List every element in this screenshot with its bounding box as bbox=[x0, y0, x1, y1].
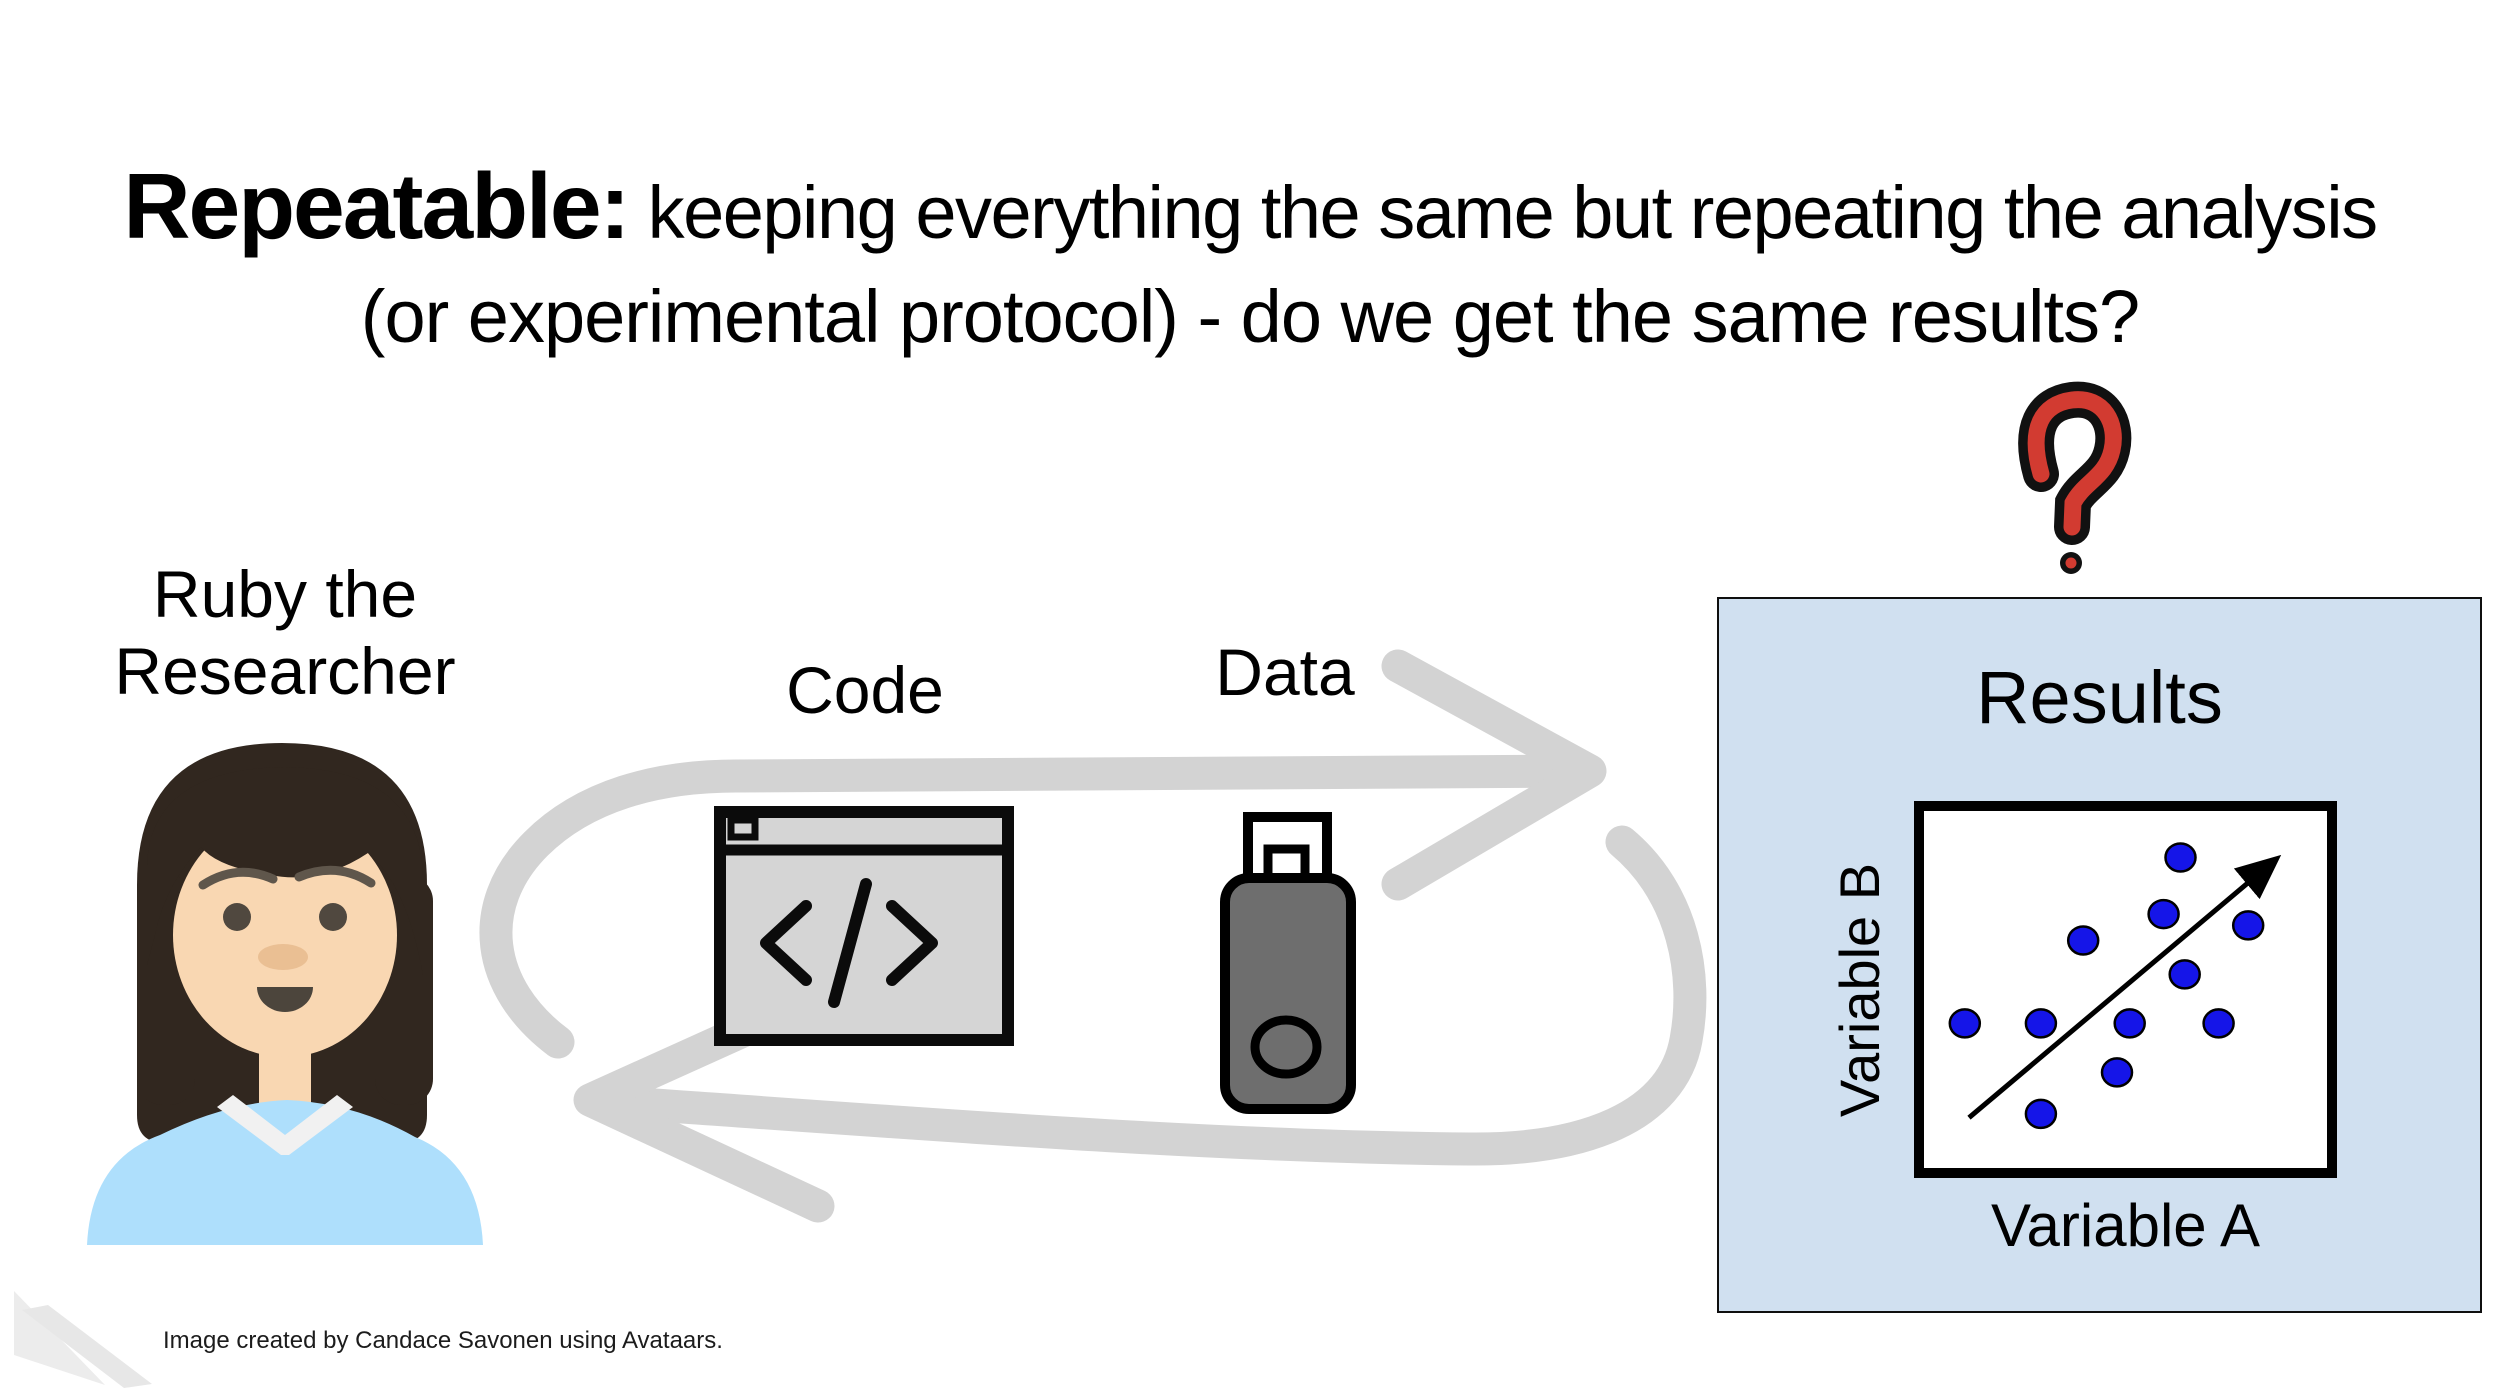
scatter-dot bbox=[2231, 910, 2265, 941]
avatar-collar bbox=[217, 1095, 353, 1155]
scatter-dot bbox=[1948, 1008, 1982, 1039]
scatter-dot bbox=[2147, 898, 2180, 930]
trend-arrow bbox=[1967, 854, 2282, 1120]
y-axis-label: Variable B bbox=[1828, 862, 1891, 1118]
plot-frame bbox=[1914, 801, 2337, 1178]
slide-title: Repeatable: keeping everything the same … bbox=[0, 157, 2500, 358]
code-window bbox=[714, 806, 1014, 1046]
usb-drive-icon bbox=[1220, 812, 1356, 1114]
researcher-label-line2: Researcher bbox=[114, 633, 456, 708]
title-line1-rest: keeping everything the same but repeatin… bbox=[628, 171, 2379, 254]
scatter-dot bbox=[2066, 925, 2100, 956]
avatar-eye-right bbox=[319, 903, 347, 931]
scatter-dot bbox=[2024, 1098, 2058, 1130]
x-axis-label: Variable A bbox=[1990, 1192, 2261, 1259]
scatter-dot bbox=[2024, 1008, 2058, 1039]
data-label: Data bbox=[1215, 635, 1355, 709]
scatter-dot bbox=[2164, 842, 2197, 873]
researcher-avatar-icon bbox=[87, 743, 483, 1245]
question-mark-icon bbox=[2018, 381, 2132, 574]
avatar-eyebrow-left bbox=[198, 867, 278, 890]
results-panel: Results Variable B Variable A bbox=[1717, 597, 2482, 1313]
avatar bbox=[85, 735, 485, 1245]
scatter-plot-figure bbox=[1914, 801, 2337, 1178]
code-window-icon bbox=[714, 806, 1014, 1046]
avatar-shirt bbox=[87, 1100, 483, 1245]
avatar-hair-fringe bbox=[147, 767, 423, 975]
scatter-dot bbox=[2113, 1008, 2146, 1039]
avatar-eyebrow-right bbox=[294, 865, 376, 888]
avatar-nose bbox=[258, 944, 308, 970]
scatter-dots bbox=[1948, 842, 2265, 1130]
image-credit: Image created by Candace Savonen using A… bbox=[163, 1327, 723, 1354]
avatar-mouth bbox=[257, 987, 313, 1012]
researcher-label: Ruby the Researcher bbox=[40, 556, 530, 709]
scatter-dot bbox=[2100, 1057, 2134, 1088]
results-title: Results bbox=[1976, 656, 2223, 739]
title-line2: (or experimental protocol) - do we get t… bbox=[360, 274, 2140, 358]
avatar-eye-left bbox=[223, 903, 251, 931]
code-label: Code bbox=[786, 653, 944, 727]
scatter-plot bbox=[1914, 801, 2337, 1178]
scatter-dot bbox=[2168, 959, 2201, 990]
logo-mark bbox=[14, 1291, 152, 1388]
cycle-arrow-icon bbox=[479, 649, 1707, 1223]
title-line1: Repeatable: keeping everything the same … bbox=[0, 157, 2500, 256]
scatter-dot bbox=[2202, 1008, 2235, 1039]
title-keyword: Repeatable: bbox=[123, 154, 630, 258]
usb-drive bbox=[1218, 810, 1358, 1116]
researcher-label-line1: Ruby the bbox=[152, 557, 418, 631]
